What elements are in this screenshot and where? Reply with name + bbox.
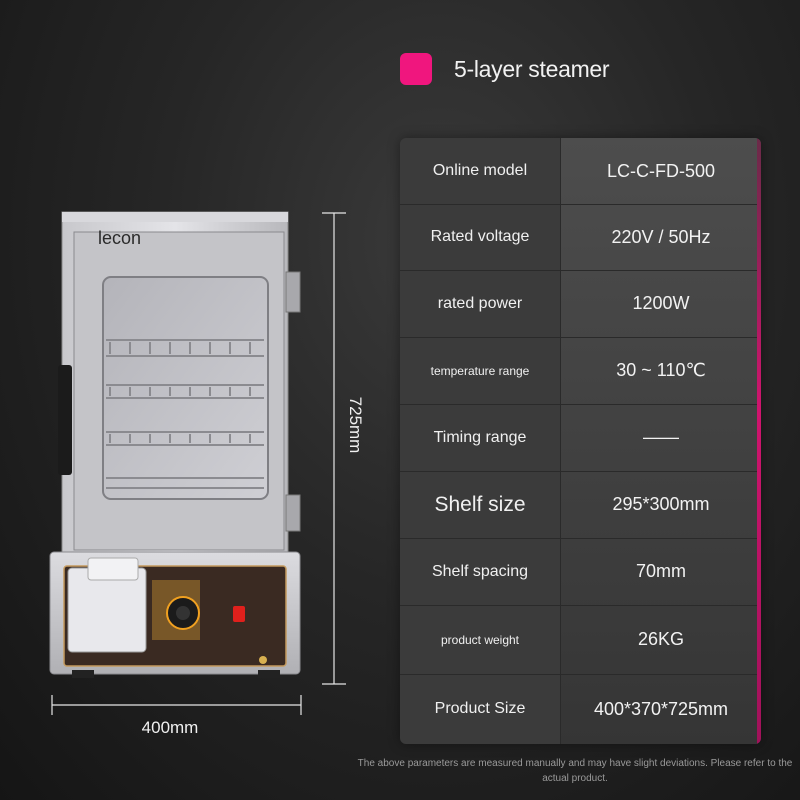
title-marker-icon	[400, 53, 432, 85]
width-dimension-label: 400mm	[141, 718, 199, 737]
spec-row: Rated voltage 220V / 50Hz	[400, 204, 761, 271]
spec-value: 30 ~ 110℃	[616, 360, 706, 380]
height-dimension-line	[322, 212, 346, 685]
spec-label: Rated voltage	[400, 204, 561, 270]
spec-row: temperature range 30 ~ 110℃	[400, 337, 761, 405]
steamer-shelves	[106, 339, 264, 489]
spec-value: 1200W	[632, 293, 690, 313]
spec-value: 26KG	[637, 629, 685, 649]
spec-value: 295*300mm	[612, 494, 710, 514]
spec-row: product weight 26KG	[400, 605, 761, 675]
page-title: 5-layer steamer	[454, 55, 610, 82]
door-handle	[58, 365, 72, 475]
width-dimension-line	[51, 695, 302, 715]
spec-label: rated power	[400, 270, 561, 337]
spec-value: ——	[643, 427, 679, 447]
spec-label: Timing range	[400, 404, 561, 471]
brand-logo: lecon	[98, 228, 142, 248]
spec-label: Shelf spacing	[400, 538, 561, 605]
water-reservoir	[67, 567, 147, 653]
door-window	[102, 276, 269, 500]
spec-row: Product Size 400*370*725mm	[400, 674, 761, 744]
spec-row: Online model LC-C-FD-500	[400, 138, 761, 205]
footnote: The above parameters are measured manual…	[357, 758, 793, 784]
spec-row: Shelf spacing 70mm	[400, 538, 761, 606]
height-dimension-label: 725mm	[346, 396, 365, 454]
spec-label: Shelf size	[400, 471, 561, 538]
title-row: 5-layer steamer	[400, 52, 610, 86]
door-hinge	[285, 494, 301, 532]
spec-row: Shelf size 295*300mm	[400, 471, 761, 539]
control-base	[49, 551, 301, 678]
door-hinge	[285, 271, 301, 313]
spec-value: 400*370*725mm	[593, 698, 729, 719]
spec-value: LC-C-FD-500	[606, 160, 716, 181]
steamer-cabinet	[58, 211, 301, 555]
spec-label: product weight	[400, 605, 561, 674]
spec-value: 70mm	[635, 561, 686, 581]
spec-row: rated power 1200W	[400, 270, 761, 338]
spec-table: Online model LC-C-FD-500 Rated voltage 2…	[400, 138, 761, 744]
spec-row: Timing range ——	[400, 404, 761, 472]
power-switch-icon	[233, 606, 245, 622]
spec-label: Product Size	[400, 674, 561, 744]
spec-value: 220V / 50Hz	[611, 226, 711, 247]
spec-label: Online model	[400, 138, 561, 204]
spec-label: temperature range	[400, 337, 561, 404]
